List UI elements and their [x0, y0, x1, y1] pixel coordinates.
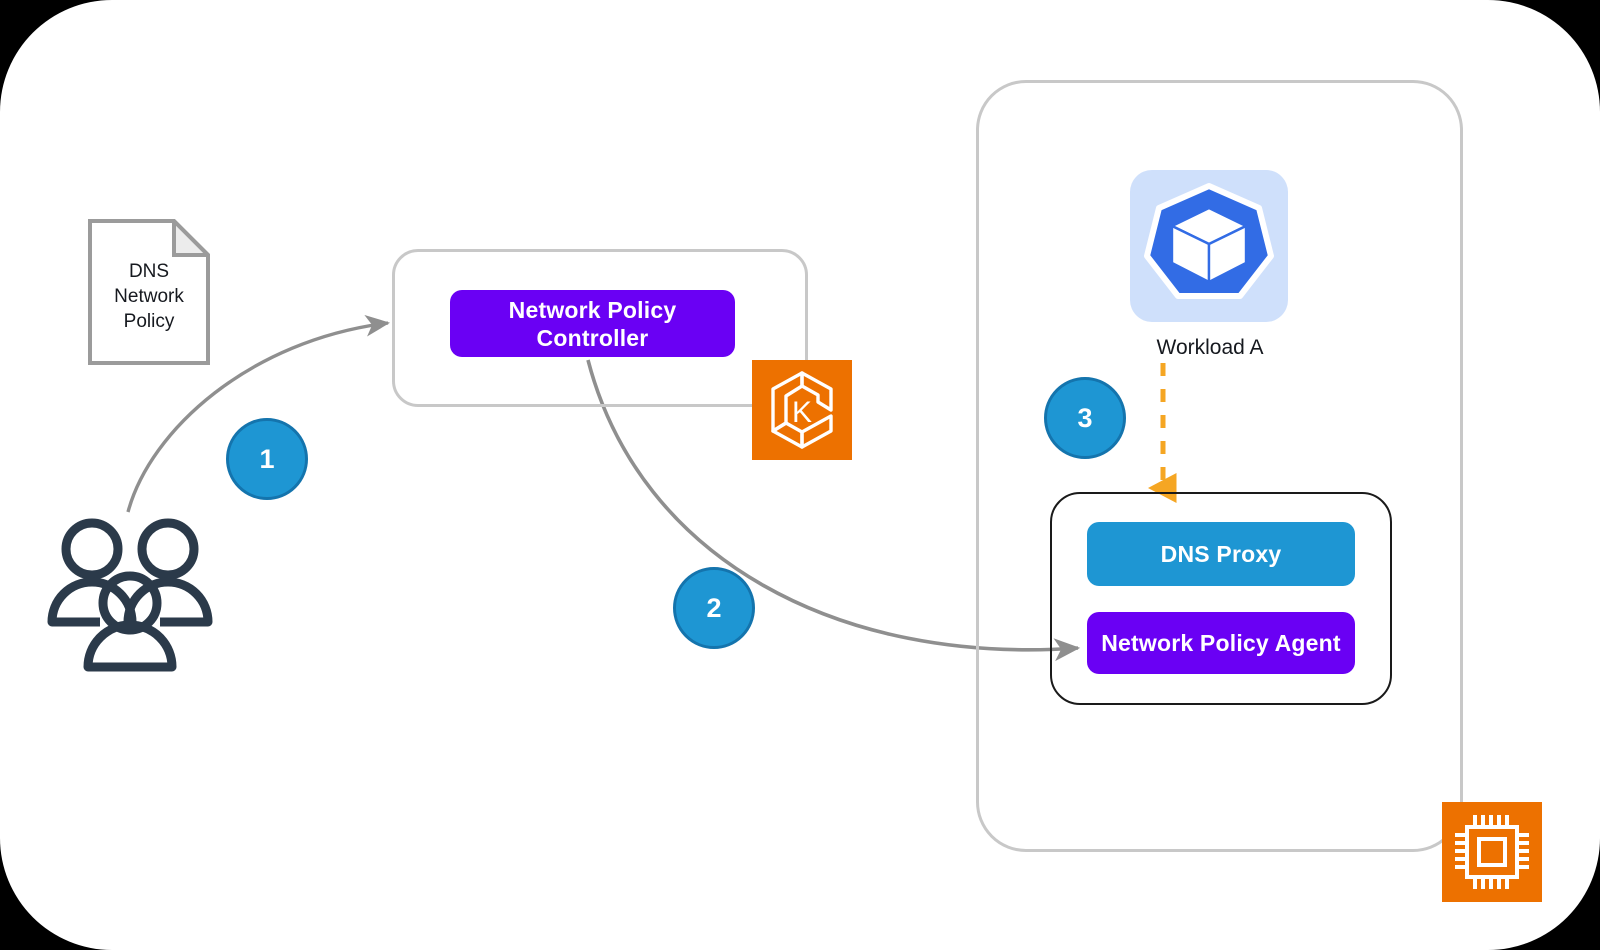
network-policy-agent-box[interactable]: Network Policy Agent: [1087, 612, 1355, 674]
pod-container: [1050, 492, 1392, 705]
step-badge-2: 2: [673, 567, 755, 649]
document-label-line3: Policy: [123, 311, 175, 332]
document-label: DNS Network Policy: [88, 259, 210, 334]
network-policy-controller-box[interactable]: Network Policy Controller: [450, 290, 735, 357]
network-policy-controller-label-line1: Network Policy: [508, 296, 677, 323]
svg-text:K: K: [792, 396, 812, 429]
node-container: [976, 80, 1463, 852]
dns-network-policy-document: DNS Network Policy: [88, 216, 213, 365]
step-badge-1: 1: [226, 418, 308, 500]
dns-proxy-box[interactable]: DNS Proxy: [1087, 522, 1355, 586]
kubernetes-pod-icon: [1130, 170, 1288, 322]
ec2-chip-icon: [1442, 802, 1542, 902]
workload-a-label: Workload A: [1156, 336, 1264, 359]
document-label-line1: DNS: [128, 261, 170, 282]
document-icon: [88, 216, 213, 365]
network-policy-controller-label-line2: Controller: [536, 324, 649, 351]
users-icon: [44, 512, 216, 672]
control-plane-container: [392, 249, 808, 407]
eks-icon: K: [752, 360, 852, 460]
document-label-line2: Network: [114, 286, 184, 307]
step-badge-3: 3: [1044, 377, 1126, 459]
